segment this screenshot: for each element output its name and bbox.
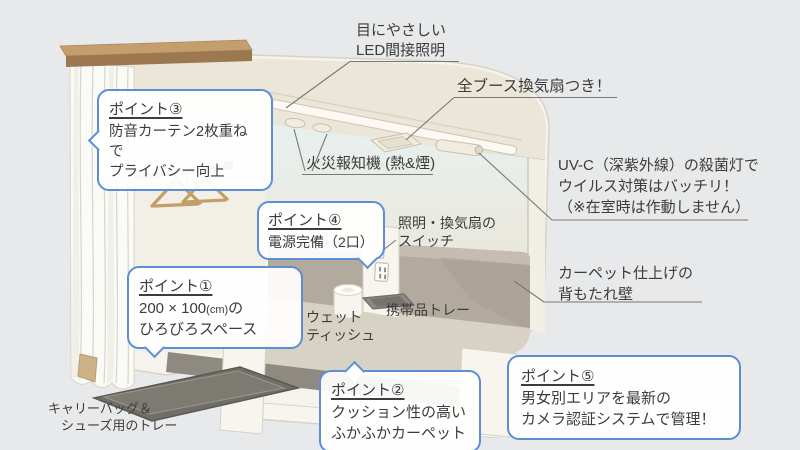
wet-tissue-label: ウェット ティッシュ xyxy=(306,309,376,344)
uv-c-lamp xyxy=(435,139,484,157)
phone-tray xyxy=(361,293,416,310)
uv-lamp-label: UV-C（深紫外線）の殺菌灯で ウイルス対策はバッチリ！ （※在室時は作動しませ… xyxy=(558,157,759,216)
fire-alarm-label: 火災報知機 (熱&煙) xyxy=(306,155,436,172)
point-5-title: ポイント⑤ xyxy=(521,368,595,385)
fan-leader xyxy=(405,97,455,141)
point-bubble-4: ポイント④ 電源完備（2口） xyxy=(257,201,385,270)
uv-leader xyxy=(478,152,553,221)
point-bubble-3: ポイント③ 防音カーテン2枚重ねで プライバシー向上 xyxy=(87,89,273,191)
point-2-body: クッション性の高い ふかふかカーペット xyxy=(331,404,467,442)
fire-leader-2 xyxy=(311,133,328,172)
shoe-tray xyxy=(91,366,301,422)
fire-leader-1 xyxy=(293,128,306,172)
switch-label: 照明・換気扇の スイッチ xyxy=(398,215,496,250)
phone-tray-label: 携帯品トレー xyxy=(386,302,470,318)
carry-tray-label: キャリーバッグ＆ シューズ用のトレー xyxy=(48,401,178,434)
led-light-label: 目にやさしい LED間接照明 xyxy=(356,22,447,59)
point-5-body: 男女別エリアを最新の カメラ認証システムで管理！ xyxy=(521,390,716,428)
backrest-leader xyxy=(513,280,545,303)
fire-detectors xyxy=(284,117,332,133)
point-1-size-suffix: の xyxy=(228,300,244,317)
point-1-title: ポイント① xyxy=(139,278,213,295)
point-3-body: 防音カーテン2枚重ねで プライバシー向上 xyxy=(109,124,248,180)
point-4-title: ポイント④ xyxy=(268,212,342,229)
inner-right-wall xyxy=(527,158,545,334)
point-4-body: 電源完備（2口） xyxy=(268,234,374,250)
led-leader xyxy=(285,61,351,109)
point-bubble-5: ポイント⑤ 男女別エリアを最新の カメラ認証システムで管理！ xyxy=(507,355,741,441)
vent-fan-label: 全ブース換気扇つき！ xyxy=(457,78,612,95)
backrest-label: カーペット仕上げの 背もたれ壁 xyxy=(558,265,694,303)
point-1-body: ひろびろスペース xyxy=(139,320,258,338)
point-2-title: ポイント② xyxy=(331,382,405,399)
wet-tissue-cylinder xyxy=(333,284,363,319)
point-3-title: ポイント③ xyxy=(109,101,183,118)
ventilation-fan xyxy=(369,132,423,153)
point-1-size-main: 200 × 100 xyxy=(139,300,207,317)
point-1-size-unit: (cm) xyxy=(206,304,229,316)
point-1-size-line: 200 × 100(cm)の xyxy=(139,299,291,320)
point-bubble-1: ポイント① 200 × 100(cm)の ひろびろスペース xyxy=(127,266,303,359)
power-outlet xyxy=(374,262,389,282)
point-bubble-2: ポイント② クッション性の高い ふかふかカーペット xyxy=(319,360,481,450)
curtain-rail xyxy=(59,39,253,67)
annotation-lines xyxy=(285,60,748,303)
